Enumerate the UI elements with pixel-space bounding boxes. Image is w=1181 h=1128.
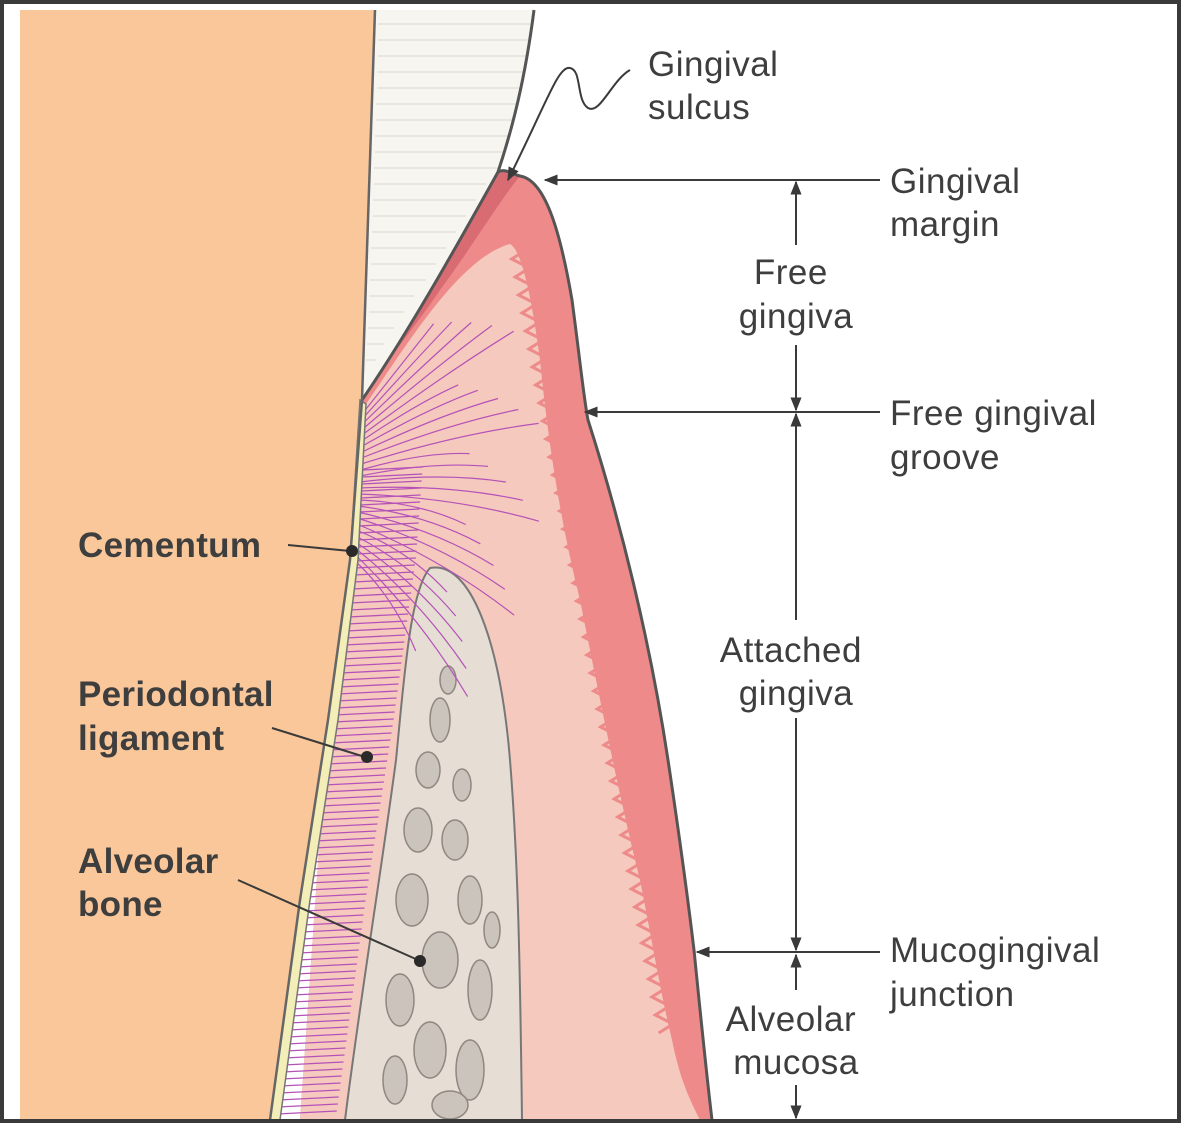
bone-dot xyxy=(414,955,426,967)
label-free-gingival-groove: Free gingival groove xyxy=(890,394,1107,477)
sulcus-leader xyxy=(508,68,630,180)
label-gingival-sulcus: Gingival sulcus xyxy=(648,45,789,127)
label-mucogingival-junction: Mucogingival junction xyxy=(889,931,1111,1014)
pdl-dot xyxy=(361,751,373,763)
label-cementum: Cementum xyxy=(78,526,261,565)
cementum-dot xyxy=(346,545,358,557)
label-attached-gingiva: Attached gingiva xyxy=(720,631,872,713)
label-alveolar-mucosa: Alveolar mucosa xyxy=(726,1000,867,1082)
label-free-gingiva: Free gingiva xyxy=(739,253,853,336)
label-gingival-margin: Gingival margin xyxy=(890,162,1031,244)
